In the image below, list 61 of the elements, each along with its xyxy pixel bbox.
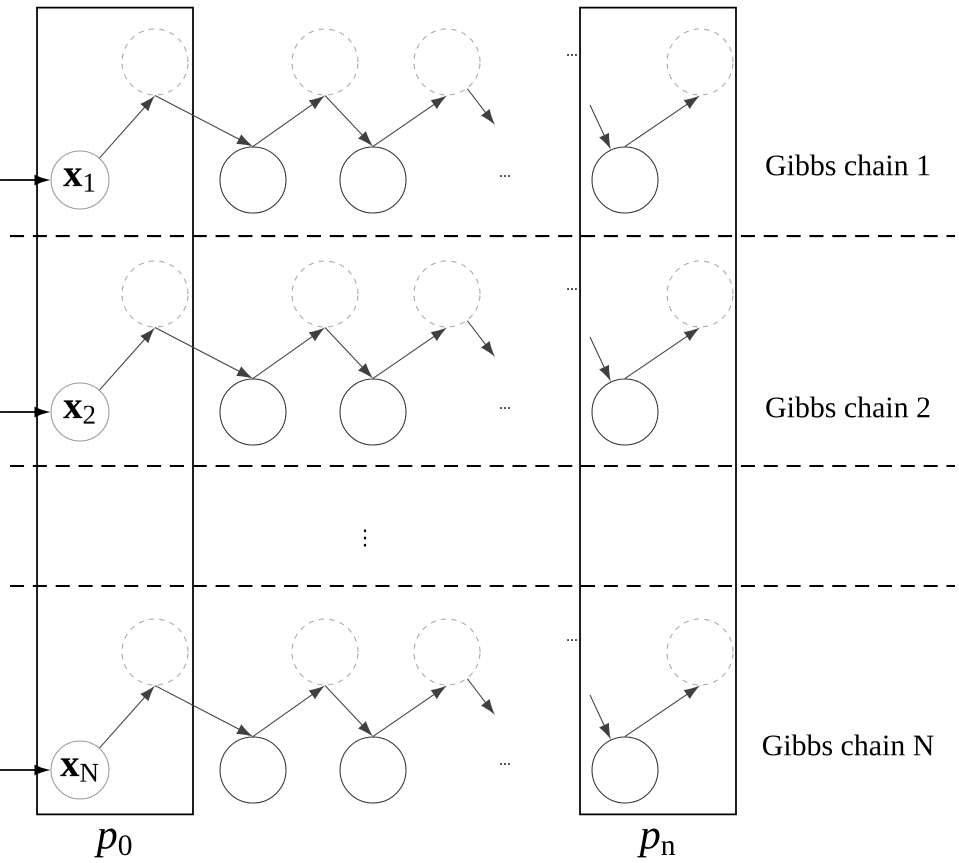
visible-unit-circle (339, 378, 407, 446)
arrow (624, 686, 699, 737)
visible-unit-circle (219, 378, 287, 446)
arrow (252, 328, 324, 379)
visible-unit-circle (591, 378, 659, 446)
arrow (252, 96, 324, 147)
hidden-unit-circle (413, 28, 481, 96)
arrow (154, 685, 252, 736)
hidden-unit-circle (121, 618, 189, 686)
visible-unit-circle (219, 736, 287, 804)
arrow (99, 686, 154, 748)
arrow (624, 328, 699, 379)
hidden-unit-circle (666, 260, 734, 328)
ellipsis: ⋮ (364, 530, 366, 547)
hidden-unit-circle (413, 260, 481, 328)
ellipsis: ... (567, 288, 577, 290)
arrow (590, 104, 610, 148)
visible-unit-circle (219, 146, 287, 214)
arrow (324, 95, 372, 146)
arrow (372, 96, 446, 147)
visible-unit-circle (339, 736, 407, 804)
arrow (324, 327, 372, 378)
chain-label: Gibbs chain 1 (766, 154, 930, 176)
arrow (372, 686, 446, 737)
ellipsis: ... (500, 763, 510, 765)
hidden-unit-circle (666, 618, 734, 686)
arrow (624, 96, 699, 147)
hidden-unit-circle (413, 618, 481, 686)
node-label: p$_{0}$ (94, 828, 132, 858)
hidden-unit-circle (121, 28, 189, 96)
arrow (154, 95, 252, 146)
arrow (590, 694, 610, 738)
visible-unit-circle (591, 736, 659, 804)
ellipsis: ... (500, 407, 510, 409)
node-label: p$_{n}$ (637, 828, 676, 858)
arrow (466, 320, 494, 356)
arrow (372, 328, 446, 379)
hidden-unit-circle (291, 260, 359, 328)
hidden-unit-circle (666, 28, 734, 96)
arrow (252, 686, 324, 737)
ellipsis: ... (500, 175, 510, 177)
ellipsis: ... (567, 639, 577, 641)
visible-unit-circle (591, 146, 659, 214)
chain-label: Gibbs chain 2 (766, 396, 930, 418)
arrow (99, 96, 154, 158)
ellipsis: ... (567, 54, 577, 56)
hidden-unit-circle (291, 28, 359, 96)
arrow (99, 328, 154, 390)
arrow (0, 765, 48, 775)
chain-label: Gibbs chain N (762, 734, 934, 756)
arrow (154, 327, 252, 378)
hidden-unit-circle (121, 260, 189, 328)
arrow (0, 175, 48, 185)
visible-unit-circle (339, 146, 407, 214)
arrow (466, 678, 494, 714)
arrow (466, 88, 494, 124)
arrow (0, 407, 48, 417)
arrow (590, 336, 610, 380)
plate-box: p$_{n}$ (579, 6, 737, 858)
arrow (324, 685, 372, 736)
hidden-unit-circle (291, 618, 359, 686)
